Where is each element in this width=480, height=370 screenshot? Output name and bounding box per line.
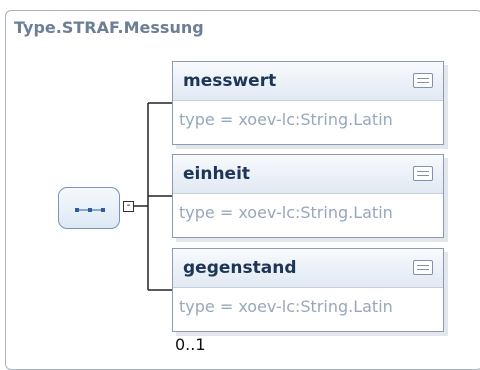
sequence-compositor[interactable]: [58, 187, 120, 229]
occurrence-label: 0..1: [175, 335, 206, 354]
element-header: messwert: [173, 62, 443, 101]
element-box-messwert[interactable]: messwert type = xoev-lc:String.Latin: [172, 61, 444, 145]
element-box-gegenstand[interactable]: gegenstand type = xoev-lc:String.Latin: [172, 248, 444, 332]
element-name: messwert: [183, 71, 277, 91]
collapse-toggle[interactable]: -: [123, 201, 134, 212]
element-name: einheit: [183, 164, 251, 184]
tree-connector-lines: [134, 102, 172, 291]
documentation-icon[interactable]: [413, 260, 433, 275]
sequence-icon: [75, 208, 105, 212]
element-header: gegenstand: [173, 249, 443, 288]
element-header: einheit: [173, 155, 443, 194]
element-type: type = xoev-lc:String.Latin: [179, 203, 393, 222]
element-type: type = xoev-lc:String.Latin: [179, 297, 393, 316]
documentation-icon[interactable]: [413, 73, 433, 88]
type-title: Type.STRAF.Messung: [14, 18, 204, 37]
element-type: type = xoev-lc:String.Latin: [179, 110, 393, 129]
element-name: gegenstand: [183, 258, 297, 278]
element-box-einheit[interactable]: einheit type = xoev-lc:String.Latin: [172, 154, 444, 238]
documentation-icon[interactable]: [413, 166, 433, 181]
